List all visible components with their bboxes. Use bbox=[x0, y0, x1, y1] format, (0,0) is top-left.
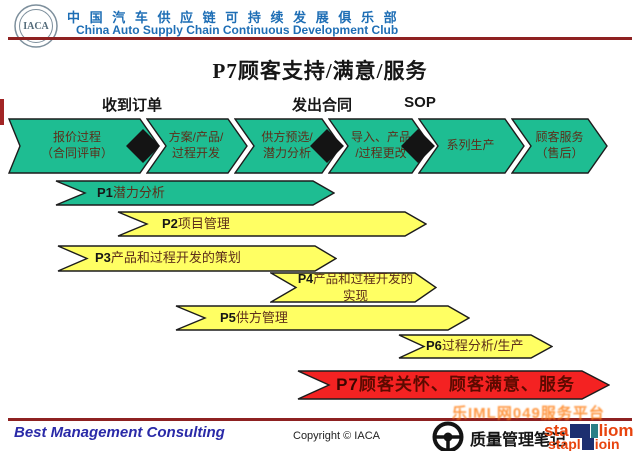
p2-prefix: P2 bbox=[162, 215, 178, 231]
steering-wheel-icon bbox=[432, 421, 464, 451]
p1-label: 潜力分析 bbox=[112, 184, 165, 200]
milestone-contract-issued: 发出合同 bbox=[291, 97, 352, 114]
p4-label: 产品和过程开发的 实现 bbox=[313, 272, 414, 303]
process-arrow-label: 报价过程 （合同评审） bbox=[40, 130, 113, 160]
p5-label: 供方管理 bbox=[235, 309, 288, 325]
p4-prefix: P4 bbox=[297, 272, 314, 287]
left-edge-mark bbox=[0, 99, 4, 125]
process-arrow-label: 导入、产品 /过程更改 bbox=[350, 130, 411, 160]
footer-company: Best Management Consulting bbox=[14, 424, 225, 441]
p3-label: 产品和过程开发的策划 bbox=[110, 250, 241, 266]
p5-arrow-supplier-management: P5供方管理 bbox=[175, 305, 470, 331]
p3-arrow-planning: P3产品和过程开发的策划 bbox=[57, 245, 337, 272]
p7-arrow-customer-care: P7顾客关怀、顾客满意、服务 bbox=[297, 370, 610, 400]
footer-brand: 质量管理笔记 bbox=[470, 432, 567, 449]
p6-label: 过程分析/生产 bbox=[441, 338, 524, 354]
p3-prefix: P3 bbox=[95, 250, 111, 266]
process-arrow-development: 方案/产品/ 过程开发 bbox=[146, 118, 248, 174]
process-arrow-customer-service: 顾客服务 （售后） bbox=[511, 118, 608, 174]
club-name-en: China Auto Supply Chain Continuous Devel… bbox=[76, 23, 399, 37]
p2-label: 项目管理 bbox=[177, 215, 230, 231]
p7-label: 顾客关怀、顾客满意、服务 bbox=[358, 374, 575, 394]
header-divider bbox=[8, 37, 632, 40]
process-arrow-label: 顾客服务 （售后） bbox=[535, 130, 584, 160]
process-arrow-serial-production: 系列生产 bbox=[418, 118, 525, 174]
process-arrow-supplier-preselect: 供方预选/ 潜力分析 bbox=[234, 118, 342, 174]
milestone-order-received: 收到订单 bbox=[101, 97, 162, 114]
logo-text: IACA bbox=[23, 21, 49, 32]
milestone-sop: SOP bbox=[404, 94, 436, 111]
p2-arrow-project-management: P2项目管理 bbox=[117, 211, 427, 237]
iaca-logo: IACA bbox=[14, 4, 58, 48]
process-arrow-label: 方案/产品/ 过程开发 bbox=[168, 130, 224, 160]
slide-title: P7顾客支持/满意/服务 bbox=[212, 59, 428, 83]
p6-prefix: P6 bbox=[426, 338, 442, 354]
process-arrow-launch-changes: 导入、产品 /过程更改 bbox=[328, 118, 432, 174]
process-arrow-quote: 报价过程 （合同评审） bbox=[8, 118, 160, 174]
p1-prefix: P1 bbox=[97, 184, 113, 200]
p7-prefix: P7 bbox=[336, 374, 359, 394]
p6-arrow-process-analysis: P6过程分析/生产 bbox=[398, 334, 553, 359]
process-arrow-label: 供方预选/ 潜力分析 bbox=[261, 130, 313, 160]
club-name-cn: 中 国 汽 车 供 应 链 可 持 续 发 展 俱 乐 部 bbox=[67, 10, 400, 25]
p5-prefix: P5 bbox=[220, 309, 236, 325]
p1-arrow-potential-analysis: P1潜力分析 bbox=[55, 180, 335, 206]
process-arrow-label: 系列生产 bbox=[446, 138, 495, 153]
footer-divider bbox=[8, 418, 632, 421]
p4-arrow-realization: P4产品和过程开发的 实现 bbox=[270, 272, 437, 303]
watermark-orange: 乐IML网049服务平台 bbox=[452, 405, 605, 422]
footer-copyright: Copyright © IACA bbox=[293, 430, 380, 442]
